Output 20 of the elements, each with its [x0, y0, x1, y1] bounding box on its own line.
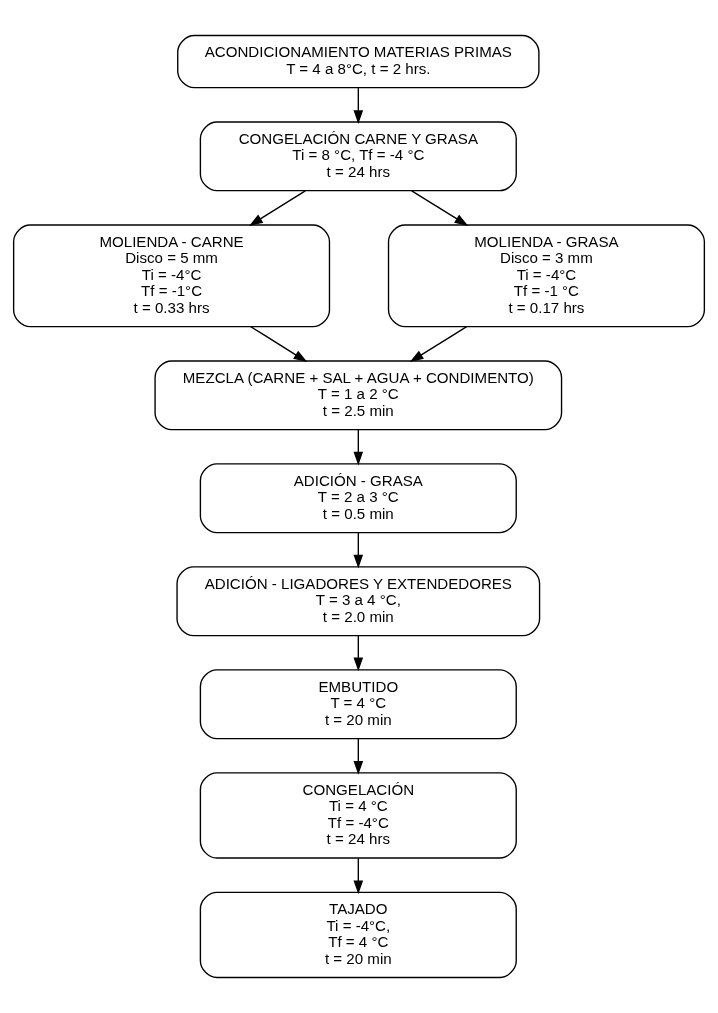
- node-box: ACONDICIONAMIENTO MATERIAS PRIMAS T = 4 a 8°C, t = 2 hrs.: [177, 34, 540, 89]
- arrow: [250, 326, 308, 362]
- arrow: [353, 429, 364, 466]
- node-box: CONGELACIÓN CARNE Y GRASA Ti = 8 °C, Tf = -4 °C t = 24 hrs: [199, 121, 517, 192]
- arrow: [353, 857, 364, 895]
- node-box: TAJADO Ti = -4°C, Tf = 4 °C t = 20 min: [199, 891, 517, 979]
- node-box: ADICIÓN - GRASA T = 2 a 3 °C t = 0.5 min: [199, 463, 517, 534]
- arrow: [353, 635, 364, 672]
- node-box: MEZCLA (CARNE + SAL + AGUA + CONDIMENTO) T = 1 a 2 °C t = 2.5 min: [154, 360, 563, 431]
- arrow: [411, 190, 469, 226]
- arrow: [353, 87, 364, 124]
- node-box: EMBUTIDO T = 4 °C t = 20 min: [199, 669, 517, 740]
- node-box: MOLIENDA - GRASA Disco = 3 mm Ti = -4°C Tf = -1 °C t = 0.17 hrs: [387, 224, 706, 328]
- arrow: [353, 738, 364, 775]
- node-box: CONGELACIÓN Ti = 4 °C Tf = -4°C t = 24 hrs: [199, 772, 517, 859]
- arrow: [409, 326, 468, 362]
- arrow: [249, 190, 306, 226]
- node-box: ADICIÓN - LIGADORES Y EXTENDEDORES T = 3 a 4 °C, t = 2.0 min: [176, 566, 541, 637]
- arrow: [353, 532, 364, 569]
- node-box: MOLIENDA - CARNE Disco = 5 mm Ti = -4°C Tf = -1°C t = 0.33 hrs: [12, 224, 331, 328]
